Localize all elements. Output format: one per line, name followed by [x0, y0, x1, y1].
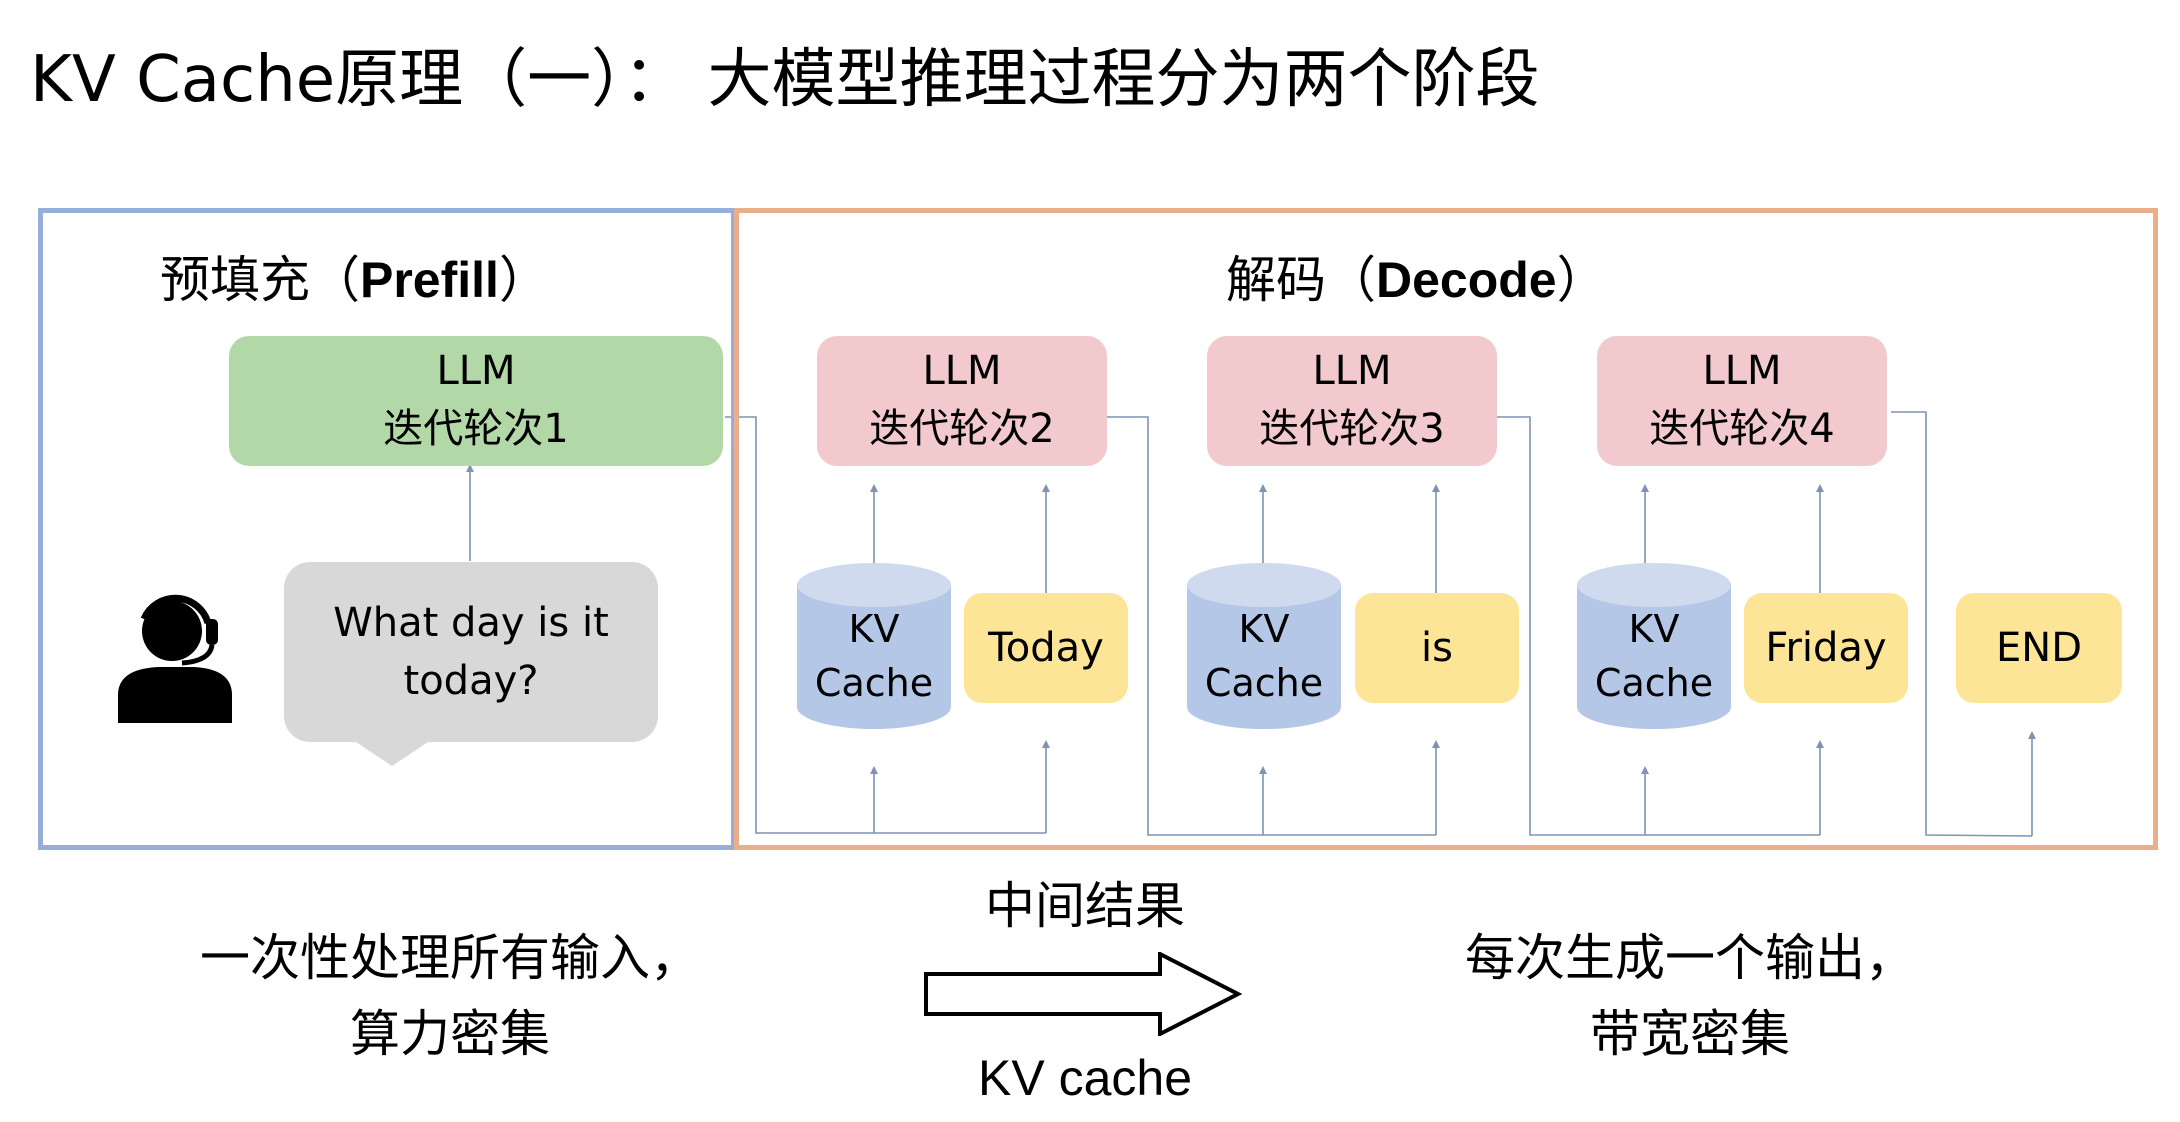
prefill-caption-line1: 一次性处理所有输入，: [200, 929, 700, 987]
llm-iteration-3: LLM 迭代轮次3: [1207, 336, 1497, 466]
kv-cache-cylinder-4: KV Cache: [1577, 561, 1731, 731]
kv-cache-label-line1: KV: [1628, 607, 1680, 651]
decode-caption: 每次生成一个输出， 带宽密集: [1380, 920, 2000, 1072]
iteration-label: 迭代轮次3: [1259, 406, 1445, 452]
loop-llm1-to-step2: [725, 416, 1046, 834]
llm-iteration-1: LLM 迭代轮次1: [229, 336, 723, 466]
kv-cache-label-line1: KV: [848, 607, 900, 651]
iteration-label: 迭代轮次2: [869, 406, 1055, 452]
transfer-label-top: 中间结果: [985, 877, 1185, 935]
token-output-2: Today: [964, 593, 1128, 703]
kv-cache-label-line2: Cache: [814, 661, 934, 705]
decode-heading-en: Decode: [1376, 252, 1557, 308]
llm-iteration-2: LLM 迭代轮次2: [817, 336, 1107, 466]
user-question-text: What day is it today?: [333, 600, 609, 704]
prefill-heading: 预填充（Prefill）: [160, 240, 549, 312]
decode-heading-close: ）: [1556, 251, 1607, 309]
page-title: KV Cache原理（一）： 大模型推理过程分为两个阶段: [30, 43, 1540, 117]
decode-caption-line2: 带宽密集: [1590, 1005, 1790, 1063]
bubble-tail: [356, 742, 428, 766]
decode-panel: [734, 208, 2158, 850]
prefill-caption-line2: 算力密集: [350, 1005, 550, 1063]
llm-label: LLM: [1312, 348, 1392, 394]
loop-llm4-to-end: [1891, 411, 2033, 837]
decode-heading-cn: 解码（: [1226, 251, 1376, 309]
kv-cache-label-line2: Cache: [1594, 661, 1714, 705]
prefill-heading-en: Prefill: [360, 252, 499, 308]
token-output-4: Friday: [1744, 593, 1908, 703]
user-headset-icon: [118, 583, 236, 723]
decode-caption-line1: 每次生成一个输出，: [1465, 929, 1915, 987]
llm-label: LLM: [1702, 348, 1782, 394]
kv-cache-label-line2: Cache: [1204, 661, 1324, 705]
decode-heading: 解码（Decode）: [1226, 240, 1607, 312]
prefill-caption: 一次性处理所有输入， 算力密集: [140, 920, 760, 1072]
iteration-label: 迭代轮次1: [383, 406, 569, 452]
llm-label: LLM: [922, 348, 1002, 394]
kv-cache-cylinder-2: KV Cache: [797, 561, 951, 731]
prefill-heading-close: ）: [498, 251, 549, 309]
prefill-panel: [38, 208, 736, 850]
prefill-heading-cn: 预填充（: [160, 251, 360, 309]
user-question-bubble: What day is it today?: [284, 562, 658, 742]
loop-llm2-to-step3: [1107, 416, 1436, 836]
iteration-label: 迭代轮次4: [1649, 406, 1835, 452]
llm-label: LLM: [436, 348, 516, 394]
token-output-3: is: [1355, 593, 1519, 703]
transfer-label-bottom: KV cache: [977, 1050, 1192, 1106]
llm-iteration-4: LLM 迭代轮次4: [1597, 336, 1887, 466]
loop-llm3-to-step4: [1496, 416, 1820, 836]
token-end: END: [1956, 593, 2122, 703]
kv-cache-label-line1: KV: [1238, 607, 1290, 651]
transfer-arrow-icon: [924, 950, 1244, 1040]
kv-cache-cylinder-3: KV Cache: [1187, 561, 1341, 731]
